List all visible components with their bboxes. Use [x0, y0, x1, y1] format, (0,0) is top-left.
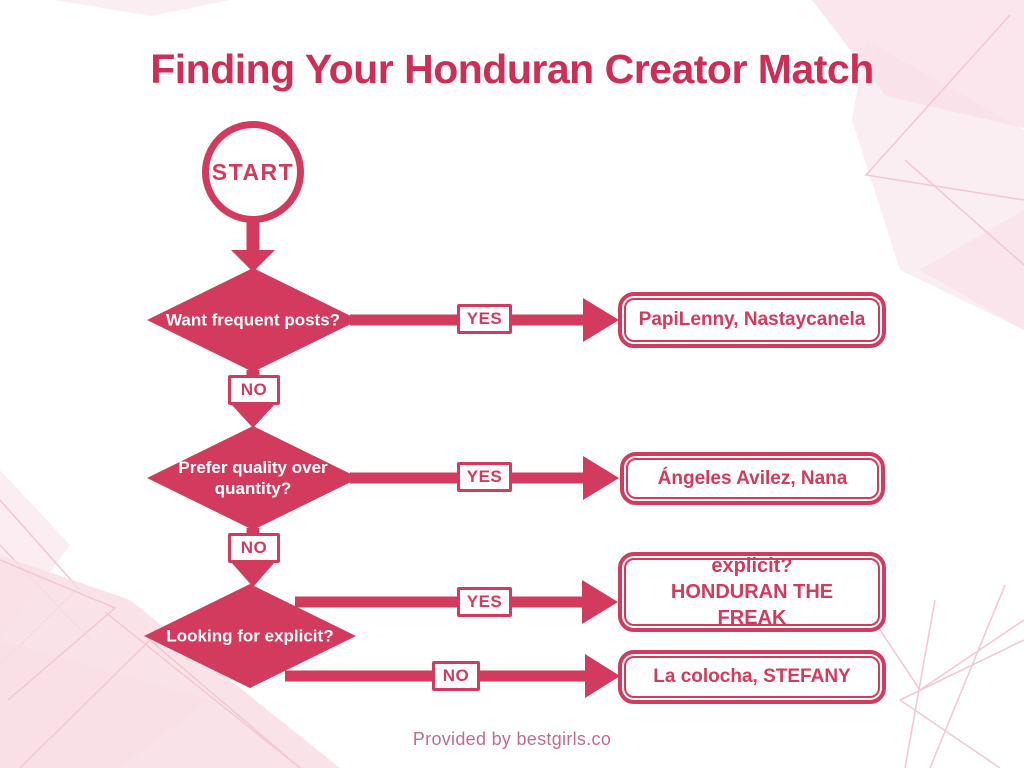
start-label: START — [211, 158, 295, 185]
start-node: START — [202, 121, 304, 223]
decision-2-yes-label: YES — [457, 462, 512, 492]
result-text-line1: explicit? — [711, 555, 793, 577]
result-box-quality: Ángeles Avilez, Nana — [620, 452, 885, 505]
arrow-d3-yes — [295, 580, 618, 624]
result-text: Ángeles Avilez, Nana — [657, 467, 848, 489]
result-box-explicit: explicit? HONDURAN THE FREAK — [618, 552, 886, 632]
decision-1-no-label: NO — [228, 375, 280, 405]
page-title: Finding Your Honduran Creator Match — [150, 46, 874, 92]
decision-diamond-1 — [147, 268, 359, 372]
decision-3-no-label: NO — [432, 661, 480, 691]
decision-diamond-3 — [144, 584, 356, 688]
arrow-start-to-d1 — [231, 222, 275, 272]
result-box-frequent-posts: PapiLenny, Nastaycanela — [618, 292, 886, 348]
decision-2-question: Prefer quality over quantity? — [178, 457, 328, 498]
decision-diamond-2 — [147, 426, 359, 530]
result-box-non-explicit: La colocha, STEFANY — [618, 650, 886, 704]
result-text: PapiLenny, Nastaycanela — [638, 309, 866, 330]
decision-1-yes-label: YES — [457, 304, 512, 334]
decision-3-question: Looking for explicit? — [166, 626, 334, 646]
decision-3-yes-label: YES — [457, 587, 512, 617]
result-text: La colocha, STEFANY — [653, 666, 851, 687]
result-text-line2: HONDURAN THE FREAK — [670, 581, 834, 629]
decision-2-no-label: NO — [228, 533, 280, 563]
decision-1-question: Want frequent posts? — [165, 310, 341, 330]
footer-credit: Provided by bestgirls.co — [412, 729, 612, 749]
